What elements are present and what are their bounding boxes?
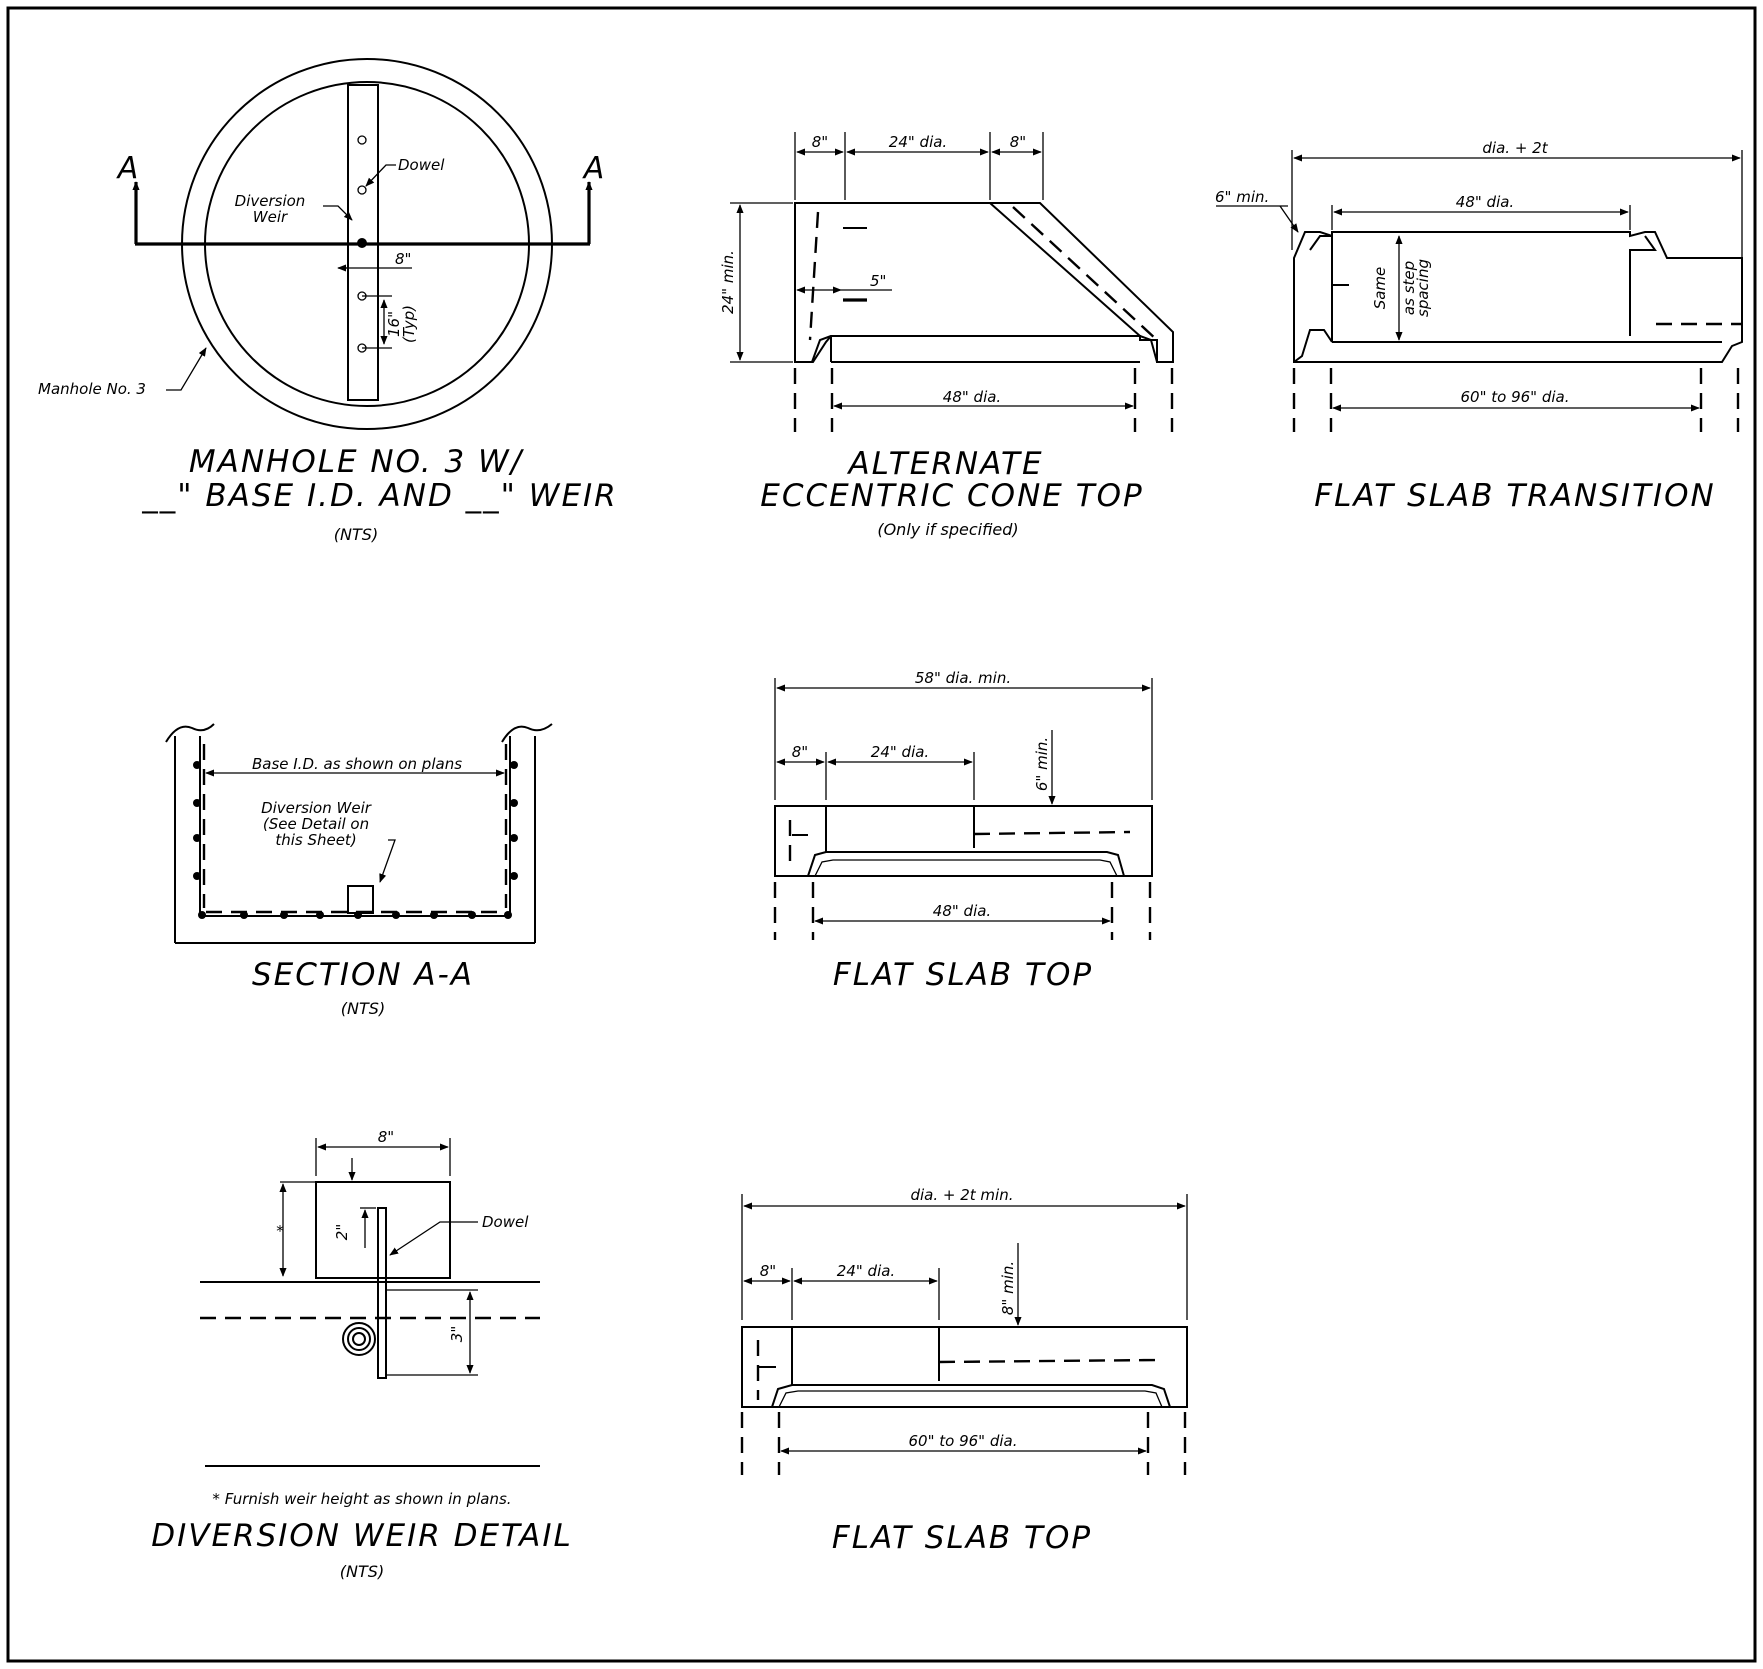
transition-dim-6min: 6" min. [1215,188,1269,206]
slab2-dim-8min: 8" min. [999,1261,1017,1315]
section-weir-label: (See Detail on [263,815,369,833]
cone-dim-24: 24" dia. [889,133,947,151]
section-note: (NTS) [341,999,385,1018]
section-a-a-view: Base I.D. as shown on plans Diversion We… [165,723,553,944]
manhole-note: (NTS) [334,525,378,544]
transition-dim-total: dia. + 2t [1482,139,1548,157]
weir-title: DIVERSION WEIR DETAIL [151,1518,573,1554]
slab1-title: FLAT SLAB TOP [833,957,1093,993]
slab1-dim-8: 8" [792,743,808,761]
flat-slab-transition-view: dia. + 2t 6" min. 48" dia. Same as step … [1215,139,1743,432]
slab-body [741,1326,1188,1408]
slab-body [774,805,1153,877]
slab2-dim-24: 24" dia. [837,1262,895,1280]
dowel-label: Dowel [398,156,445,174]
section-title: SECTION A-A [252,957,474,993]
slab2-dim-total: dia. + 2t min. [910,1186,1013,1204]
manhole-no-label: Manhole No. 3 [38,380,146,398]
cone-dim-8-right: 8" [1010,133,1026,151]
cone-title: ALTERNATE [846,446,1043,482]
weir-block [315,1181,451,1279]
manhole-title: MANHOLE NO. 3 W/ [189,444,525,480]
transition-title: FLAT SLAB TRANSITION [1314,478,1715,514]
slab1-dim-6min: 6" min. [1033,737,1051,791]
weir-dim-8: 8" [378,1128,394,1146]
dowel-bar [377,1207,387,1379]
cone-dim-5: 5" [870,272,886,290]
cone-title: ECCENTRIC CONE TOP [760,478,1143,514]
cone-dim-24min: 24" min. [719,250,737,314]
weir-dim-2: 2" [333,1224,351,1240]
slab1-dim-48: 48" dia. [933,902,991,920]
dowel-hole [357,135,367,145]
weir-dowel-label: Dowel [482,1213,529,1231]
slab2-dim-8: 8" [760,1262,776,1280]
eccentric-cone-view: 8" 24" dia. 8" 24" min. 5" 48" dia. [719,132,1174,432]
weir-footnote: * Furnish weir height as shown in plans. [212,1490,511,1508]
transition-same-label: spacing [1414,259,1432,317]
slab2-title: FLAT SLAB TOP [832,1520,1092,1556]
weir-note: (NTS) [340,1562,384,1581]
section-base-id: Base I.D. as shown on plans [252,755,462,773]
dim-8-label: 8" [395,250,411,268]
dim-typ-label: (Typ) [400,305,418,343]
dowel-hole-center [357,238,367,248]
transition-same-label: Same [1371,267,1389,310]
diversion-weir-label: Weir [253,208,288,226]
transition-dim-48: 48" dia. [1456,193,1514,211]
transition-dim-bottom: 60" to 96" dia. [1461,388,1570,406]
cone-body [794,202,1174,363]
slab2-dim-bottom: 60" to 96" dia. [909,1432,1018,1450]
manhole-plan-view: A A Dowel Diversion Weir 8" 16" (Typ) Ma… [38,58,605,430]
diversion-weir-label: Diversion [235,192,306,210]
slab1-dim-total: 58" dia. min. [915,669,1011,687]
slab1-dim-24: 24" dia. [871,743,929,761]
section-mark-right: A [582,151,605,186]
cone-dim-8-left: 8" [812,133,828,151]
section-mark-left: A [116,151,139,186]
cone-note: (Only if specified) [877,520,1018,539]
flat-slab-top-large-view: dia. + 2t min. 8" 24" dia. 8" min. 60" t… [740,1186,1188,1475]
transition-same-label: as step [1400,261,1418,315]
manhole-title: __" BASE I.D. AND __" WEIR [141,478,617,514]
rebar-coil [342,1322,376,1356]
diversion-weir-section [347,885,374,914]
transition-body [1293,231,1743,363]
cone-dim-48: 48" dia. [943,388,1001,406]
weir-dim-star: * [276,1222,284,1240]
dowel-hole [357,185,367,195]
diversion-weir-detail-view: 8" * 2" Dowel 3" * Furnish weir height a… [200,1128,540,1508]
section-weir-label: this Sheet) [275,831,356,849]
section-weir-label: Diversion Weir [261,799,372,817]
dim-16-label: 16" [385,311,403,337]
flat-slab-top-48-view: 58" dia. min. 8" 24" dia. 6" min. 48" di… [773,669,1153,940]
sheet-border [6,6,1757,1663]
weir-dim-3: 3" [448,1326,466,1342]
